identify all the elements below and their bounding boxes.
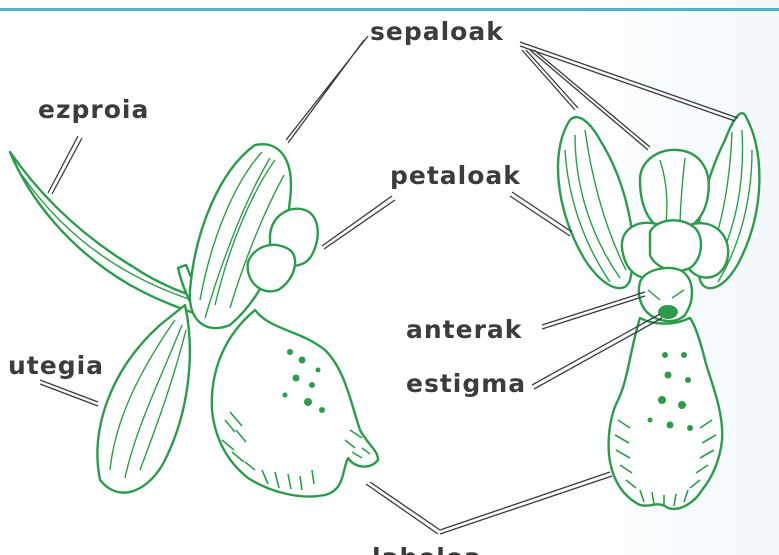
petal-front-center — [650, 220, 701, 270]
stigma-mark — [658, 305, 678, 319]
leader-anthers — [542, 292, 645, 329]
spot — [662, 352, 668, 358]
label-ovary: utegia — [8, 351, 104, 380]
spot — [667, 422, 674, 429]
leader-sepals-right-1 — [520, 42, 738, 121]
leader-petals-left — [322, 196, 395, 249]
spot — [658, 396, 666, 404]
spot — [681, 352, 687, 358]
ovary-shape — [98, 305, 190, 493]
spot — [287, 349, 293, 355]
spot — [678, 401, 686, 409]
label-petals: petaloak — [390, 161, 521, 190]
spot — [304, 398, 312, 406]
labellum-shape — [212, 310, 378, 496]
spot — [309, 382, 315, 388]
leader-sepals-left — [286, 36, 368, 143]
spot — [648, 418, 653, 423]
spot — [299, 357, 306, 364]
leader-labellum-right — [440, 472, 612, 534]
petal-shape-2 — [248, 245, 295, 292]
label-spur: ezproia — [38, 95, 149, 124]
spot — [316, 368, 321, 373]
label-sepals: sepaloak — [370, 17, 504, 46]
label-anthers: anterak — [406, 315, 523, 344]
spot — [685, 377, 691, 383]
side-view-flower — [10, 144, 378, 496]
labellum-front — [609, 318, 723, 509]
front-view-flower — [558, 113, 759, 509]
leader-spur — [48, 136, 82, 194]
spot — [283, 393, 288, 398]
spot — [687, 425, 693, 431]
spot — [665, 372, 672, 379]
spot — [293, 375, 300, 382]
leader-ovary — [40, 380, 98, 406]
leader-labellum-left — [366, 482, 440, 534]
label-labellum: labeloa — [372, 543, 482, 555]
label-stigma: estigma — [406, 369, 526, 398]
spot — [319, 407, 325, 413]
